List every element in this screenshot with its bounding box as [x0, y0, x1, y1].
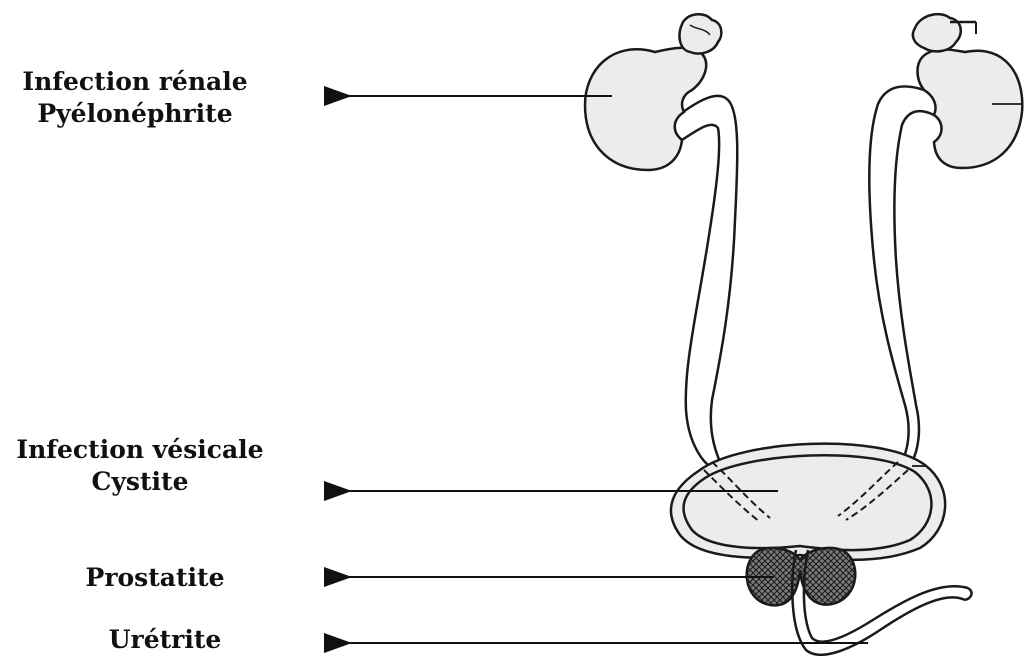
right-kidney	[913, 14, 1022, 168]
bladder-infection-title: Infection vésicale	[5, 434, 275, 466]
kidney-infection-label: Infection rénale Pyélonéphrite	[10, 66, 260, 130]
bladder-infection-label: Infection vésicale Cystite	[5, 434, 275, 498]
left-ureter	[682, 96, 737, 465]
urethritis-label: Urétrite	[80, 624, 250, 656]
bladder	[671, 444, 945, 560]
pyelonephritis-title: Pyélonéphrite	[10, 98, 260, 130]
kidney-infection-title: Infection rénale	[10, 66, 260, 98]
prostatitis-label: Prostatite	[60, 562, 250, 594]
cystitis-title: Cystite	[5, 466, 275, 498]
urethritis-title: Urétrite	[80, 624, 250, 656]
prostatitis-title: Prostatite	[60, 562, 250, 594]
right-ureter	[869, 86, 934, 465]
left-kidney	[585, 14, 721, 170]
